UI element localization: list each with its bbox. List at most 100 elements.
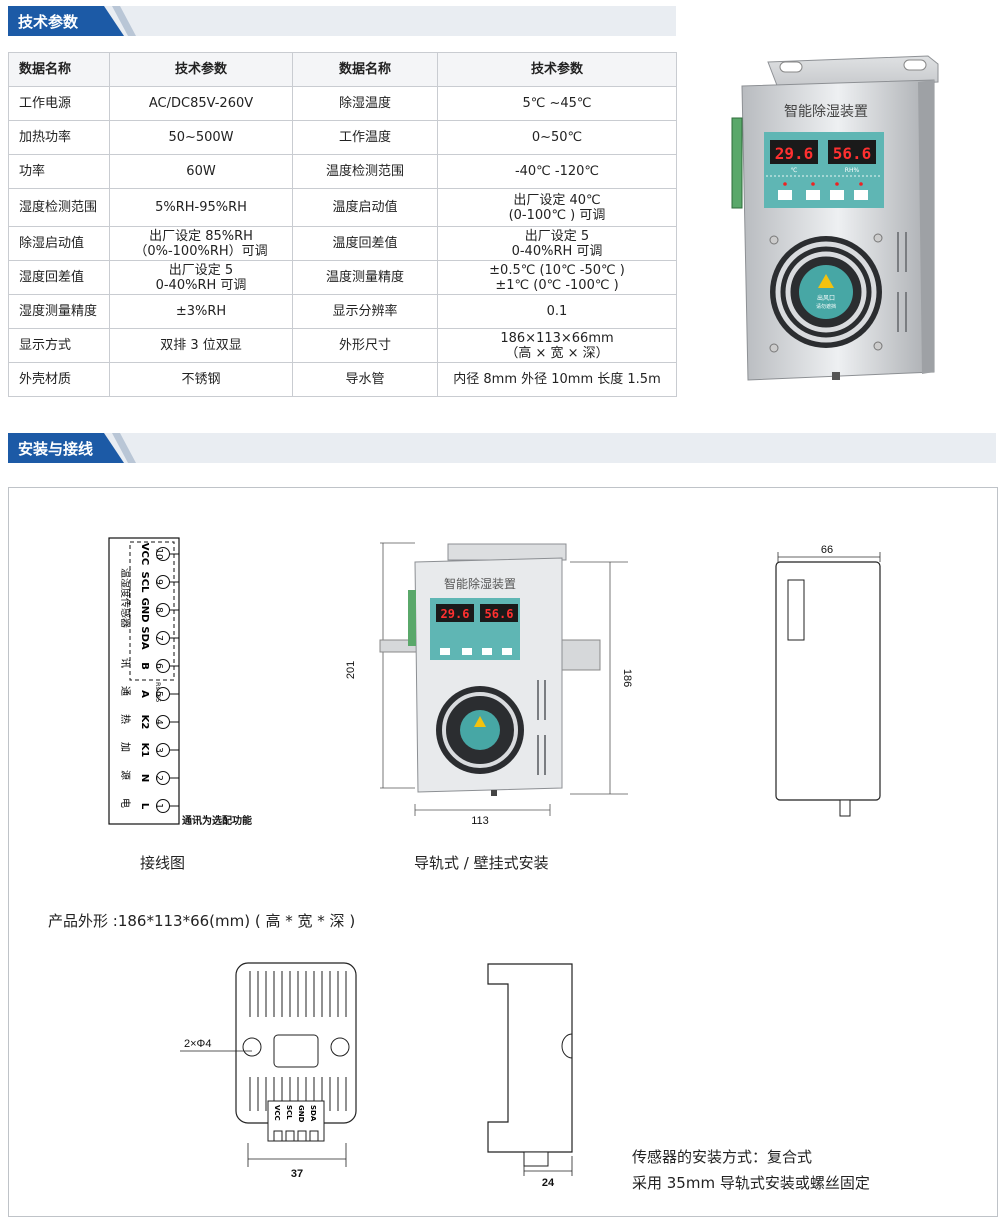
spec-name-cell: 外形尺寸 bbox=[292, 328, 438, 363]
spec-name-cell: 功率 bbox=[8, 154, 110, 189]
mount-dim-body-height: 186 bbox=[621, 669, 633, 687]
device-unit-right: RH% bbox=[845, 167, 860, 174]
spec-value-cell: 出厂设定 40℃ (0-100℃ ) 可调 bbox=[437, 188, 677, 227]
sensor-pin bbox=[309, 1130, 319, 1142]
wiring-caption: 接线图 bbox=[140, 854, 186, 872]
specs-section-header: 技术参数 bbox=[8, 6, 676, 36]
spec-header-cell: 数据名称 bbox=[292, 52, 438, 87]
sensor-hole-label: 2×Φ4 bbox=[184, 1038, 211, 1050]
spec-value-cell: 0.1 bbox=[437, 294, 677, 329]
mount-device-brand-label: 智能除湿装置 bbox=[444, 576, 516, 591]
spec-name-cell: 显示方式 bbox=[8, 328, 110, 363]
spec-header-cell: 技术参数 bbox=[437, 52, 677, 87]
spec-table-header-row: 数据名称 技术参数 数据名称 技术参数 bbox=[8, 52, 677, 87]
mount-dim-width: 113 bbox=[471, 815, 489, 827]
mount-dim-total-height: 201 bbox=[345, 661, 357, 679]
spec-value-cell: 5℃ ~45℃ bbox=[437, 86, 677, 121]
specs-section-tag: 技术参数 bbox=[8, 6, 124, 36]
spec-name-cell: 导水管 bbox=[292, 362, 438, 397]
spec-name-cell: 加热功率 bbox=[8, 120, 110, 155]
terminal-signal: L bbox=[139, 803, 150, 810]
terminal-number: 6 bbox=[154, 663, 164, 669]
sensor-side-drawing: 24 bbox=[487, 963, 573, 1189]
sensor-pin-label: GND bbox=[297, 1105, 305, 1123]
terminal-group-label: 讯 bbox=[119, 658, 131, 668]
side-dim-depth: 66 bbox=[821, 544, 833, 556]
device-brand-label: 智能除湿装置 bbox=[784, 104, 868, 120]
terminal-number: 10 bbox=[154, 548, 164, 560]
spec-name-cell: 温度启动值 bbox=[292, 188, 438, 227]
wiring-note: 通讯为选配功能 bbox=[182, 814, 252, 827]
spec-name-cell: 湿度检测范围 bbox=[8, 188, 110, 227]
terminal-signal: N bbox=[139, 774, 150, 782]
product-photo: 智能除湿装置 29.6 56.6 ℃ RH% 出风口 请勿遮挡 bbox=[731, 55, 939, 381]
spec-name-cell: 湿度回差值 bbox=[8, 260, 110, 295]
side-view-drawing: 66 bbox=[775, 544, 881, 817]
mount-display-right: 56.6 bbox=[485, 607, 514, 621]
spec-value-cell: 50~500W bbox=[109, 120, 293, 155]
terminal-signal: K1 bbox=[139, 743, 150, 758]
spec-header-cell: 技术参数 bbox=[109, 52, 293, 87]
terminal-number: 2 bbox=[154, 775, 164, 781]
install-section-header: 安装与接线 bbox=[8, 433, 996, 463]
spec-name-cell: 外壳材质 bbox=[8, 362, 110, 397]
sensor-install-line2: 采用 35mm 导轨式安装或螺丝固定 bbox=[632, 1174, 870, 1192]
spec-value-cell: 出厂设定 5 0-40%RH 可调 bbox=[109, 260, 293, 295]
spec-name-cell: 除湿启动值 bbox=[8, 226, 110, 261]
spec-value-cell: 出厂设定 5 0-40%RH 可调 bbox=[437, 226, 677, 261]
terminal-signal: B bbox=[139, 662, 150, 670]
spec-name-cell: 温度回差值 bbox=[292, 226, 438, 261]
install-diagram-panel bbox=[8, 487, 998, 1217]
terminal-number: 3 bbox=[154, 747, 164, 753]
sensor-pin-label: SCL bbox=[285, 1105, 293, 1120]
terminal-signal: VCC bbox=[139, 543, 150, 565]
product-size-text: 产品外形 :186*113*66(mm) ( 高 * 宽 * 深 ) bbox=[48, 912, 356, 930]
spec-name-cell: 温度测量精度 bbox=[292, 260, 438, 295]
terminal-group-label: 热 bbox=[119, 714, 132, 724]
spec-value-cell: ±0.5℃ (10℃ -50℃ ) ±1℃ (0℃ -100℃ ) bbox=[437, 260, 677, 295]
terminal-group-label: 电 bbox=[119, 798, 132, 808]
spec-name-cell: 温度检测范围 bbox=[292, 154, 438, 189]
device-buttons bbox=[778, 182, 868, 200]
fan-label-line1: 出风口 bbox=[817, 294, 835, 302]
spec-table-row: 外壳材质不锈钢导水管内径 8mm 外径 10mm 长度 1.5m bbox=[8, 362, 677, 397]
terminal-signal: K2 bbox=[139, 715, 150, 730]
rs485-label: Rs485 bbox=[154, 682, 162, 702]
terminal-signal: GND bbox=[139, 598, 150, 623]
spec-value-cell: AC/DC85V-260V bbox=[109, 86, 293, 121]
mount-display-left: 29.6 bbox=[441, 607, 470, 621]
sensor-pin bbox=[273, 1130, 283, 1142]
sensor-pin bbox=[285, 1130, 295, 1142]
mount-caption: 导轨式 / 壁挂式安装 bbox=[414, 854, 549, 872]
terminal-group-label: 加 bbox=[119, 742, 131, 752]
device-display-right: 56.6 bbox=[833, 144, 872, 163]
spec-name-cell: 工作温度 bbox=[292, 120, 438, 155]
spec-table-row: 湿度回差值出厂设定 5 0-40%RH 可调温度测量精度±0.5℃ (10℃ -… bbox=[8, 260, 677, 295]
sensor-pin-label: VCC bbox=[273, 1105, 281, 1121]
spec-name-cell: 湿度测量精度 bbox=[8, 294, 110, 329]
spec-value-cell: 内径 8mm 外径 10mm 长度 1.5m bbox=[437, 362, 677, 397]
sensor-pin-label: SDA bbox=[309, 1105, 317, 1122]
install-section-tag: 安装与接线 bbox=[8, 433, 124, 463]
sensor-group-label: 温湿度传感器 bbox=[119, 568, 132, 628]
terminal-signal: A bbox=[139, 690, 150, 698]
terminal-number: 5 bbox=[154, 691, 164, 697]
spec-value-cell: 出厂设定 85%RH （0%-100%RH）可调 bbox=[109, 226, 293, 261]
spec-table-row: 除湿启动值出厂设定 85%RH （0%-100%RH）可调温度回差值出厂设定 5… bbox=[8, 226, 677, 261]
sensor-front-drawing: 2×Φ4 VCC SCL GND SDA 37 bbox=[180, 962, 357, 1180]
spec-value-cell: 186×113×66mm （高 × 宽 × 深） bbox=[437, 328, 677, 363]
install-section-title: 安装与接线 bbox=[18, 440, 94, 458]
sensor-install-line1: 传感器的安装方式：复合式 bbox=[632, 1148, 813, 1166]
terminal-number: 9 bbox=[154, 579, 164, 585]
spec-value-cell: 0~50℃ bbox=[437, 120, 677, 155]
sensor-dim-width: 37 bbox=[291, 1168, 303, 1180]
spec-value-cell: 60W bbox=[109, 154, 293, 189]
specs-section-title: 技术参数 bbox=[18, 13, 79, 31]
terminal-number: 4 bbox=[154, 719, 164, 725]
